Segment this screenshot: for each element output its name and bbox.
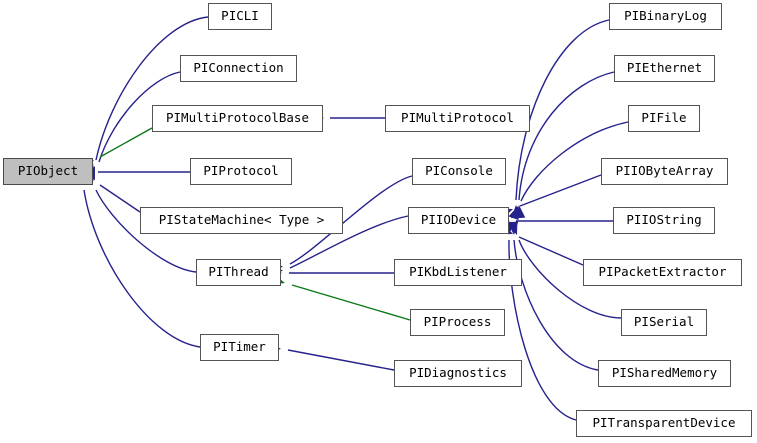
class-node-label: PISharedMemory	[611, 365, 718, 381]
class-node-label: PIMultiProtocol	[401, 110, 514, 126]
edge-pidiagnostics-to-pitimer	[267, 341, 395, 371]
class-node-label: PIConnection	[193, 60, 284, 76]
class-node-pifile[interactable]: PIFile	[628, 105, 700, 132]
class-node-label: PIThread	[208, 264, 269, 280]
class-node-piiobytearray[interactable]: PIIOByteArray	[601, 158, 728, 185]
class-node-pistatemachine[interactable]: PIStateMachine< Type >	[140, 207, 343, 234]
class-node-label: PIDiagnostics	[409, 365, 507, 381]
class-node-label: PIBinaryLog	[624, 8, 707, 24]
class-node-piserial[interactable]: PISerial	[621, 309, 707, 336]
edge-pifile-to-piiodevice	[508, 121, 629, 221]
class-node-label: PIEthernet	[626, 60, 703, 76]
class-node-label: PIObject	[17, 163, 79, 179]
class-node-piiodevice[interactable]: PIIODevice	[408, 207, 509, 234]
class-node-pisharedmemory[interactable]: PISharedMemory	[598, 360, 731, 387]
class-node-label: PIStateMachine< Type >	[158, 212, 325, 228]
edge-piprotocol-to-piobject	[80, 166, 190, 178]
class-node-label: PIConsole	[425, 163, 493, 179]
class-node-pimultiprotocolbase[interactable]: PIMultiProtocolBase	[152, 105, 323, 132]
class-node-piethernet[interactable]: PIEthernet	[614, 55, 715, 82]
class-node-piprotocol[interactable]: PIProtocol	[190, 158, 292, 185]
class-node-label: PIIODevice	[420, 212, 497, 228]
class-node-pidiagnostics[interactable]: PIDiagnostics	[394, 360, 522, 387]
class-node-piobject[interactable]: PIObject	[3, 158, 93, 185]
class-node-label: PICLI	[221, 8, 259, 24]
arrowhead-public	[508, 206, 519, 221]
class-node-pimultiprotocol[interactable]: PIMultiProtocol	[385, 105, 530, 132]
class-node-label: PIKbdListener	[409, 264, 507, 280]
class-node-label: PITransparentDevice	[592, 415, 736, 431]
class-node-label: PIMultiProtocolBase	[166, 110, 309, 126]
class-node-label: PIPacketExtractor	[598, 264, 727, 280]
class-node-label: PIIOByteArray	[615, 163, 714, 179]
class-node-pitimer[interactable]: PITimer	[200, 334, 279, 361]
class-node-pithread[interactable]: PIThread	[196, 259, 281, 286]
class-node-pibinarylog[interactable]: PIBinaryLog	[609, 3, 722, 30]
class-node-pikbdlistener[interactable]: PIKbdListener	[394, 259, 522, 286]
class-node-piprocess[interactable]: PIProcess	[410, 309, 505, 336]
class-node-label: PIProtocol	[203, 163, 279, 179]
class-node-picli[interactable]: PICLI	[208, 3, 272, 30]
class-node-piconnection[interactable]: PIConnection	[180, 55, 297, 82]
class-node-label: PIIOString	[626, 212, 702, 228]
class-node-pitransparentdevice[interactable]: PITransparentDevice	[576, 410, 752, 437]
class-node-label: PITimer	[213, 339, 266, 355]
class-node-piconsole[interactable]: PIConsole	[412, 158, 506, 185]
edge-piprocess-to-pithread	[271, 274, 411, 321]
class-node-label: PISerial	[633, 314, 695, 330]
edge-pitimer-to-piobject	[75, 171, 201, 348]
edge-piethernet-to-piiodevice	[514, 71, 615, 219]
class-node-piiostring[interactable]: PIIOString	[613, 207, 715, 234]
edge-pikbdlistener-to-pithread	[269, 267, 394, 279]
class-node-pipacketextractor[interactable]: PIPacketExtractor	[583, 259, 742, 286]
class-node-label: PIProcess	[423, 314, 492, 330]
class-node-label: PIFile	[641, 110, 687, 126]
